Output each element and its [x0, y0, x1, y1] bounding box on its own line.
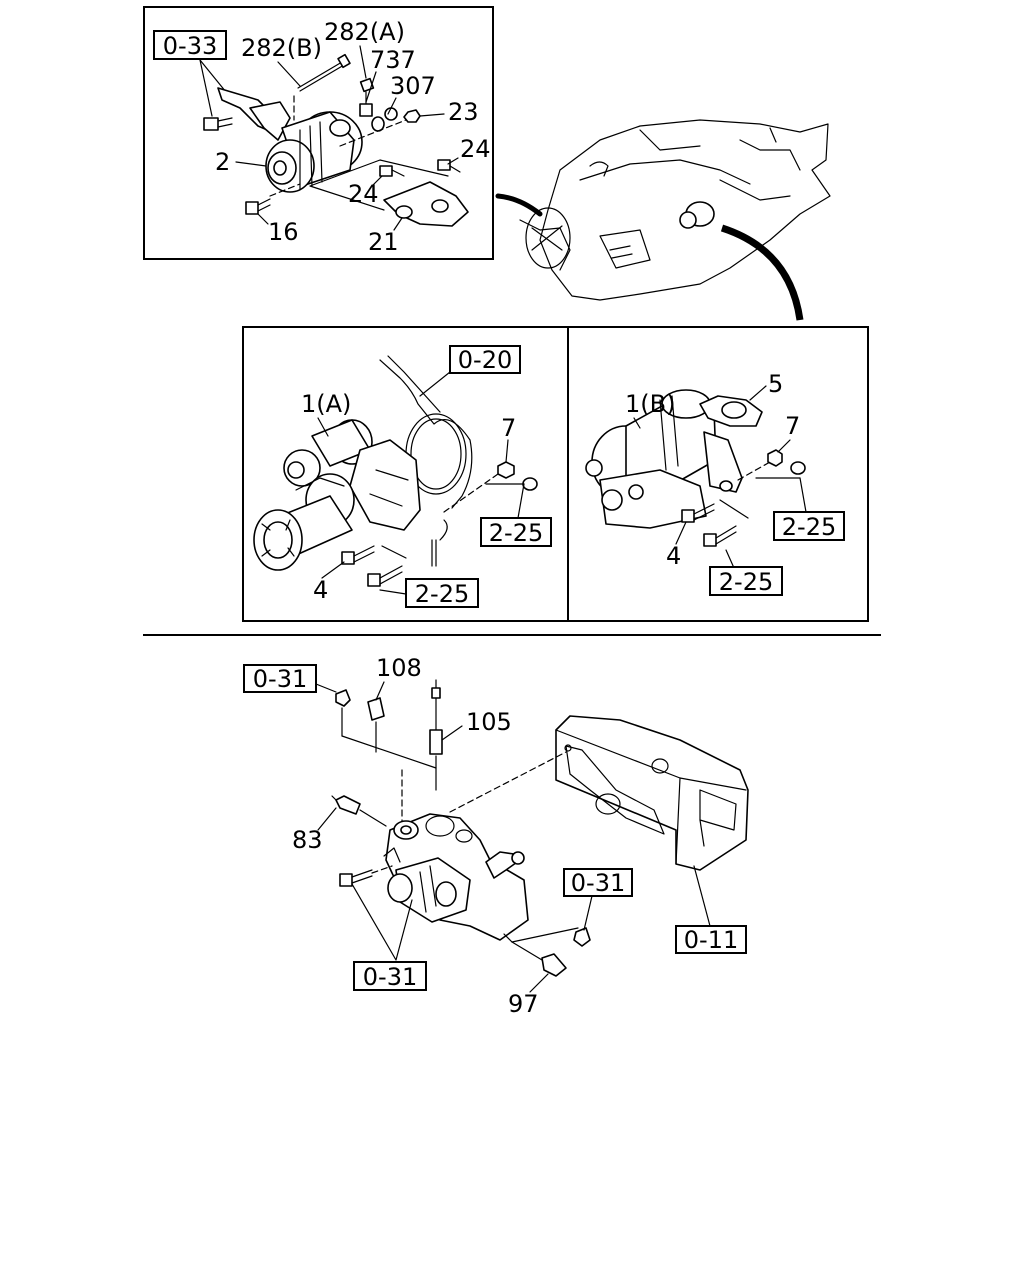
bolts-24 — [379, 159, 461, 177]
plug-right — [573, 927, 591, 947]
alternator-inset: 0-33 — [143, 6, 494, 260]
thermostat-section: 0-31 — [243, 654, 749, 1018]
ref-box-0-33-label: 0-33 — [163, 32, 217, 60]
callout-282b: 282(B) — [241, 34, 322, 62]
callout-4-b: 4 — [666, 542, 681, 570]
callout-2: 2 — [215, 148, 230, 176]
callout-21: 21 — [368, 228, 399, 256]
ref-box-0-20-label: 0-20 — [458, 346, 512, 374]
ref-box-0-11[interactable] — [675, 925, 747, 954]
callout-737: 737 — [370, 46, 416, 74]
callout-24-upper: 24 — [460, 135, 491, 163]
ref-box-0-11-label: 0-11 — [684, 926, 738, 954]
thermostat-housing — [383, 813, 529, 941]
ref-box-2-25-starter-a-bolt-label: 2-25 — [415, 580, 469, 608]
sensor-83 — [331, 795, 387, 827]
cylinder-head-block — [555, 715, 749, 871]
callout-282a: 282(A) — [324, 18, 405, 46]
engine-overview-sketch — [495, 119, 831, 321]
starter-a — [253, 355, 538, 587]
sensor-97 — [503, 933, 567, 977]
callout-5: 5 — [768, 370, 783, 398]
ref-box-2-25-starter-b-nut-label: 2-25 — [782, 513, 836, 541]
lower-bracket — [309, 159, 469, 227]
ref-box-0-31-right-label: 0-31 — [571, 869, 625, 897]
bolt-16 — [245, 183, 301, 215]
callout-4-a: 4 — [313, 576, 328, 604]
ref-box-2-25-starter-a-nut[interactable] — [480, 517, 552, 547]
ref-box-0-31-bottom-label: 0-31 — [363, 963, 417, 991]
ref-box-2-25-starter-b-bolt-label: 2-25 — [719, 568, 773, 596]
callout-83: 83 — [292, 826, 323, 854]
bracket-bolt — [203, 117, 233, 131]
housing-bolts — [339, 865, 393, 887]
callout-16: 16 — [268, 218, 299, 246]
ref-box-0-33[interactable] — [153, 30, 227, 60]
long-bolt-282b — [293, 53, 351, 121]
callout-307: 307 — [390, 72, 436, 100]
alternator-body — [265, 111, 363, 193]
ref-box-0-31-bottom[interactable] — [353, 961, 427, 991]
callout-23: 23 — [448, 98, 479, 126]
callout-1b: 1(B) — [625, 390, 675, 418]
callout-108: 108 — [376, 654, 422, 682]
ref-box-2-25-starter-b-nut[interactable] — [773, 511, 845, 541]
starter-b — [585, 389, 806, 547]
pointer-arrow-left — [495, 193, 543, 217]
callout-7-a: 7 — [501, 414, 516, 442]
ref-box-0-31-top-label: 0-31 — [253, 665, 307, 693]
callout-97: 97 — [508, 990, 539, 1018]
pointer-arrow-right — [720, 224, 804, 321]
terminal-parts — [339, 77, 421, 147]
ref-box-0-20[interactable] — [449, 345, 521, 374]
ref-box-2-25-starter-a-nut-label: 2-25 — [489, 519, 543, 547]
ref-box-2-25-starter-b-bolt[interactable] — [709, 566, 783, 596]
ref-box-0-31-top[interactable] — [243, 664, 317, 693]
ref-box-0-31-right[interactable] — [563, 868, 633, 897]
ref-box-2-25-starter-a-bolt[interactable] — [405, 578, 479, 608]
callout-105: 105 — [466, 708, 512, 736]
callout-7-b: 7 — [785, 412, 800, 440]
callout-1a: 1(A) — [301, 390, 351, 418]
